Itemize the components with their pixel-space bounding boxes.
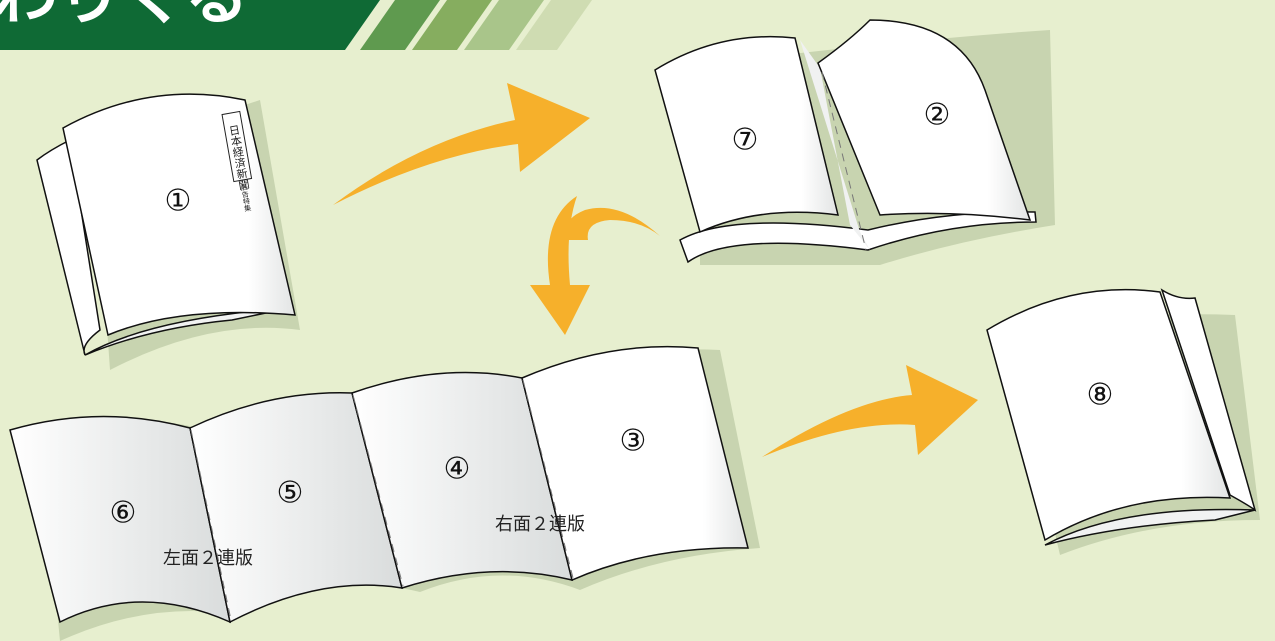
page-number-5: ⑤ (277, 476, 304, 511)
page-number-8: ⑧ (1087, 378, 1114, 413)
page-number-3: ③ (620, 424, 647, 459)
label-right-spread: 右面２連版 (495, 514, 585, 535)
svg-text:②: ② (924, 98, 951, 133)
label-left-spread: 左面２連版 (163, 548, 253, 569)
page-number-4: ④ (444, 452, 471, 487)
page-number-1: ① (165, 184, 192, 219)
svg-text:③: ③ (620, 424, 647, 459)
header-title: わりくる (0, 0, 249, 34)
svg-text:⑥: ⑥ (110, 496, 137, 531)
page-number-7: ⑦ (732, 123, 759, 158)
page-number-2: ② (924, 98, 951, 133)
svg-text:⑤: ⑤ (277, 476, 304, 511)
header-band: わりくる (0, 0, 592, 50)
page-number-6: ⑥ (110, 496, 137, 531)
inner-spread-7-2: ⑦ ② (655, 20, 1055, 265)
svg-text:①: ① (165, 184, 192, 219)
svg-text:④: ④ (444, 452, 471, 487)
svg-text:⑧: ⑧ (1087, 378, 1114, 413)
svg-text:⑦: ⑦ (732, 123, 759, 158)
